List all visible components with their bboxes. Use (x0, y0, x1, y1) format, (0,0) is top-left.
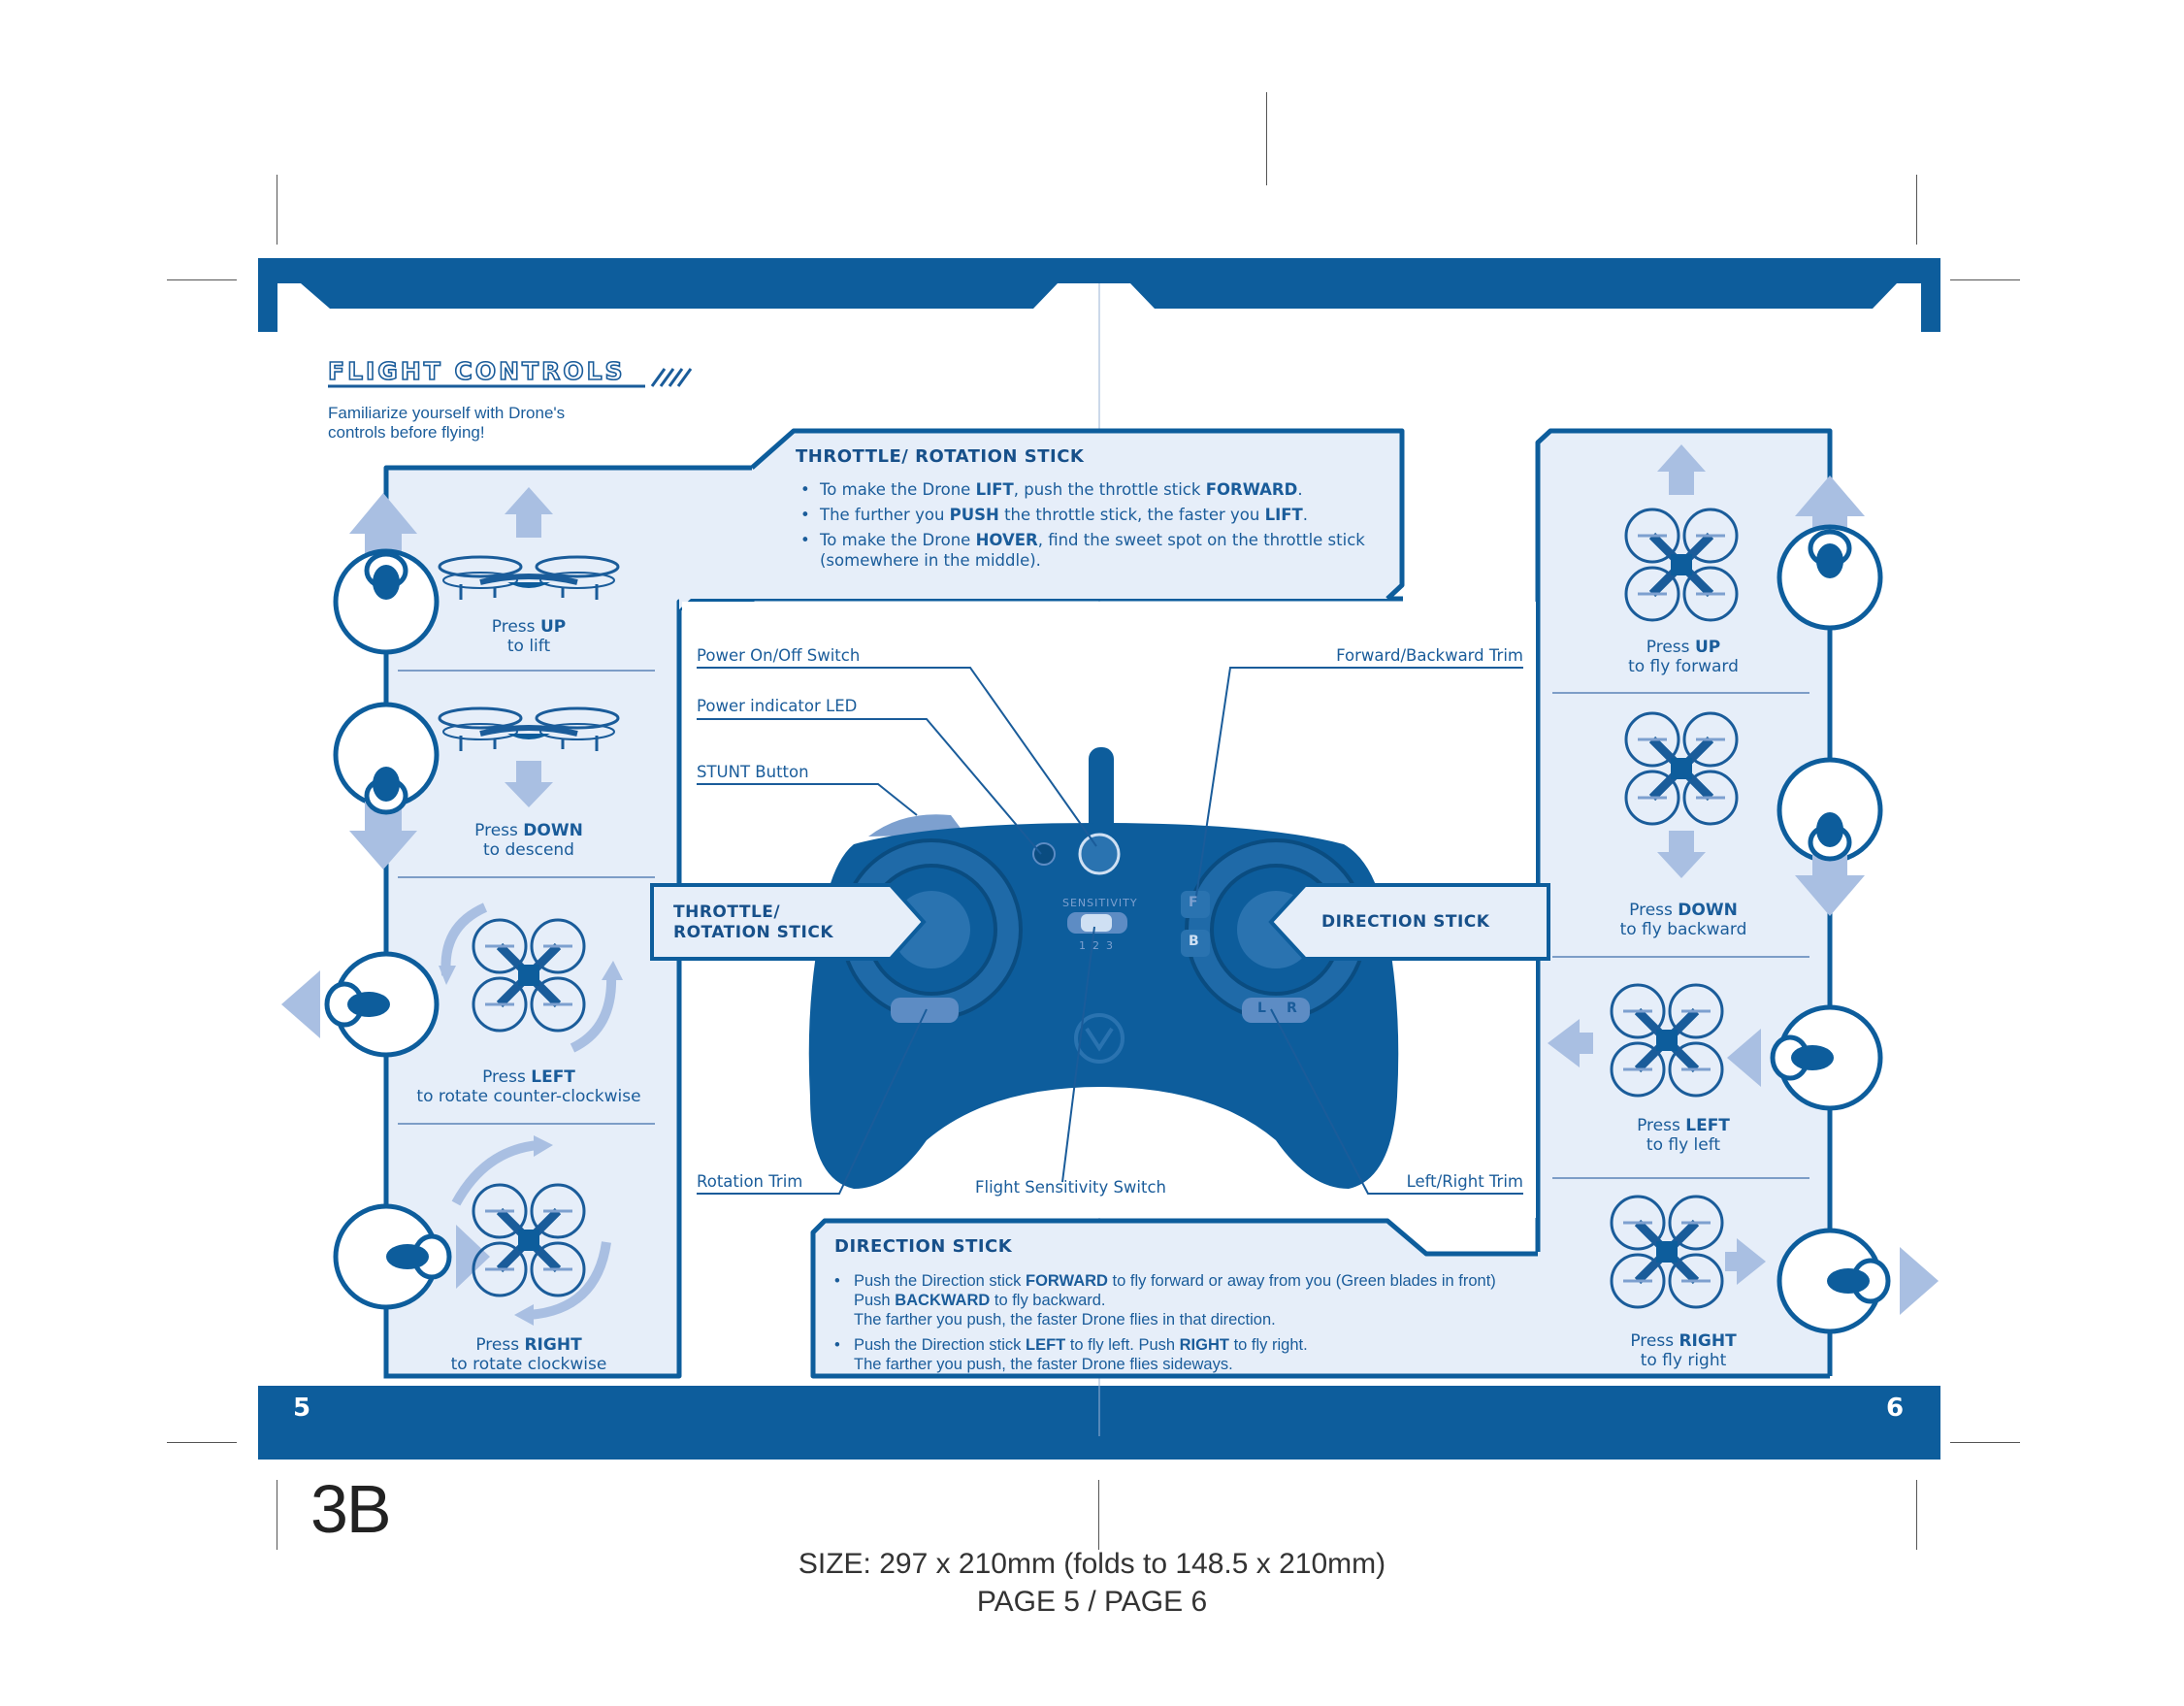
page-number-left: 5 (293, 1394, 311, 1423)
callout-lr-trim: Left/Right Trim (1406, 1172, 1523, 1191)
throttle-box-header: THROTTLE/ ROTATION STICK (796, 446, 1085, 467)
left-label-right: Press RIGHT to rotate clockwise (450, 1335, 607, 1374)
separator (1552, 692, 1809, 694)
callout-stunt-button: STUNT Button (697, 763, 809, 781)
callout-sensitivity-switch: Flight Sensitivity Switch (975, 1178, 1167, 1197)
separator (398, 1123, 655, 1125)
separator (398, 876, 655, 878)
left-label-down: Press DOWN to descend (474, 821, 583, 860)
crop-mark (167, 279, 237, 280)
lr-trim-right-button[interactable]: R (1287, 1001, 1297, 1016)
callout-power-switch: Power On/Off Switch (697, 646, 861, 665)
crop-mark (1950, 1442, 2020, 1443)
fb-trim-forward-button[interactable]: F (1189, 895, 1198, 910)
right-label-down: Press DOWN to fly backward (1619, 901, 1747, 939)
crop-mark (1916, 175, 1917, 245)
right-label-up: Press UP to fly forward (1628, 638, 1739, 676)
direction-box-bullets: •Push the Direction stick FORWARD to fly… (834, 1272, 1496, 1373)
direction-arrow-label: DIRECTION STICK (1321, 912, 1490, 932)
lr-trim-left-button[interactable]: L (1257, 1001, 1266, 1016)
callout-power-led: Power indicator LED (697, 697, 858, 715)
crop-mark (167, 1442, 237, 1443)
fold-mark (1266, 92, 1267, 185)
sensitivity-label: SENSITIVITY (1062, 897, 1138, 909)
size-line: SIZE: 297 x 210mm (folds to 148.5 x 210m… (798, 1548, 1386, 1580)
throttle-arrow-label: THROTTLE/ ROTATION STICK (673, 902, 833, 942)
separator (1552, 1177, 1809, 1179)
callout-rotation-trim: Rotation Trim (697, 1172, 803, 1191)
section-title: FLIGHT CONTROLS (327, 356, 626, 386)
separator (398, 670, 655, 672)
left-label-left: Press LEFT to rotate counter-clockwise (416, 1067, 641, 1106)
right-label-left: Press LEFT to fly left (1637, 1116, 1730, 1155)
crop-mark (1916, 1480, 1917, 1550)
callout-fb-trim: Forward/Backward Trim (1336, 646, 1523, 665)
left-label-up: Press UP to lift (491, 617, 567, 656)
intro-text: Familiarize yourself with Drone's contro… (328, 404, 566, 442)
right-label-right: Press RIGHT to fly right (1630, 1331, 1737, 1370)
pages-line: PAGE 5 / PAGE 6 (976, 1586, 1208, 1618)
crop-mark (1950, 279, 2020, 280)
separator (1552, 956, 1809, 958)
fold-mark (1098, 1480, 1099, 1550)
direction-box-header: DIRECTION STICK (834, 1236, 1013, 1257)
fb-trim-backward-button[interactable]: B (1189, 934, 1199, 949)
sensitivity-levels: 1 2 3 (1079, 939, 1113, 952)
throttle-box-bullets: •To make the Drone LIFT, push the thrott… (800, 480, 1365, 570)
page-number-right: 6 (1886, 1394, 1905, 1423)
document-code: 3B (310, 1471, 392, 1547)
